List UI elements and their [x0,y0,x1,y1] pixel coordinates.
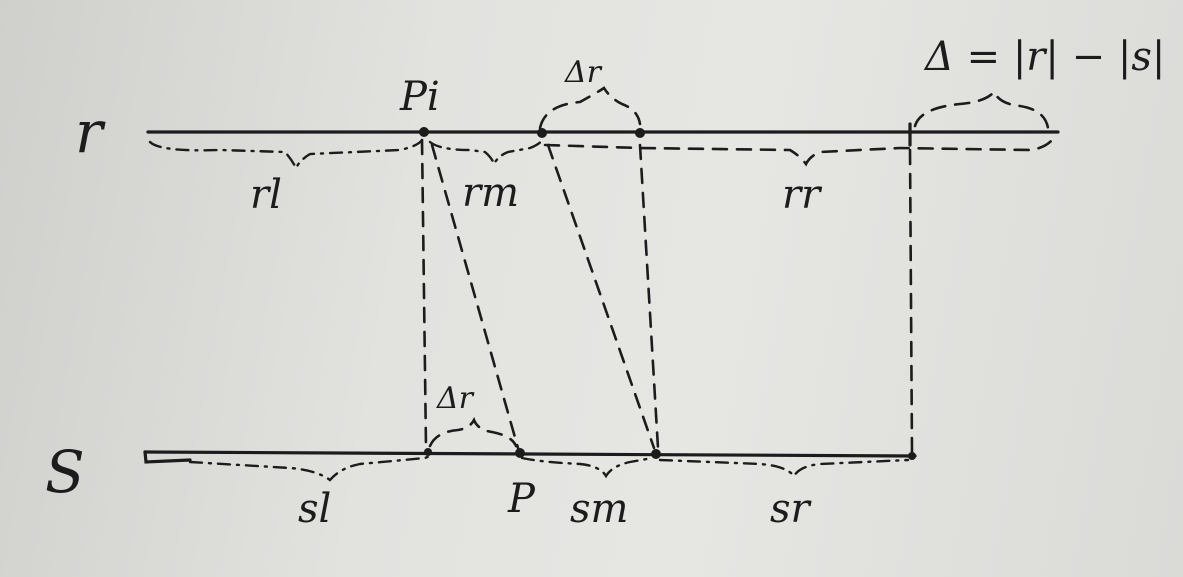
label-point-pi: Pi [399,74,440,120]
brace-sm [520,456,654,479]
point-s-left [424,448,432,456]
label-s-left: sl [298,486,331,532]
point-r-delta-end [635,128,645,138]
label-s-right: sr [770,486,813,532]
brace-sl [188,453,434,482]
vertical-delta-dash [638,143,660,450]
label-r-line: r [75,98,106,166]
brace-rr [543,138,1054,167]
label-delta-bottom: Δr [436,381,475,416]
diagonal-rm-to-sm [546,143,656,450]
point-r-mid [537,128,547,138]
brace-delta-formula [913,89,1050,130]
label-r-right: rr [782,172,823,218]
label-delta-formula: Δ = |r| − |s| [923,34,1165,80]
vertical-right-dash [908,148,914,454]
point-pi [419,127,429,137]
brace-delta-bottom [428,416,518,448]
vertical-pi-dash [420,138,428,450]
label-s-middle: sm [570,486,628,532]
label-s-line: S [45,438,85,506]
s-line [143,450,917,458]
diagonal-pi-to-p [430,143,520,450]
label-r-left: rl [250,172,282,218]
point-p [515,448,525,458]
brace-delta-top [538,86,642,130]
brace-rm [428,138,544,168]
brace-rl [148,138,424,171]
label-r-middle: rm [462,170,519,216]
point-s-end [908,452,916,460]
label-delta-top: Δr [564,55,603,90]
s-line-start-hook [143,450,192,464]
point-s-mid [651,449,661,459]
brace-sr [658,458,910,479]
label-point-p: P [507,476,536,522]
